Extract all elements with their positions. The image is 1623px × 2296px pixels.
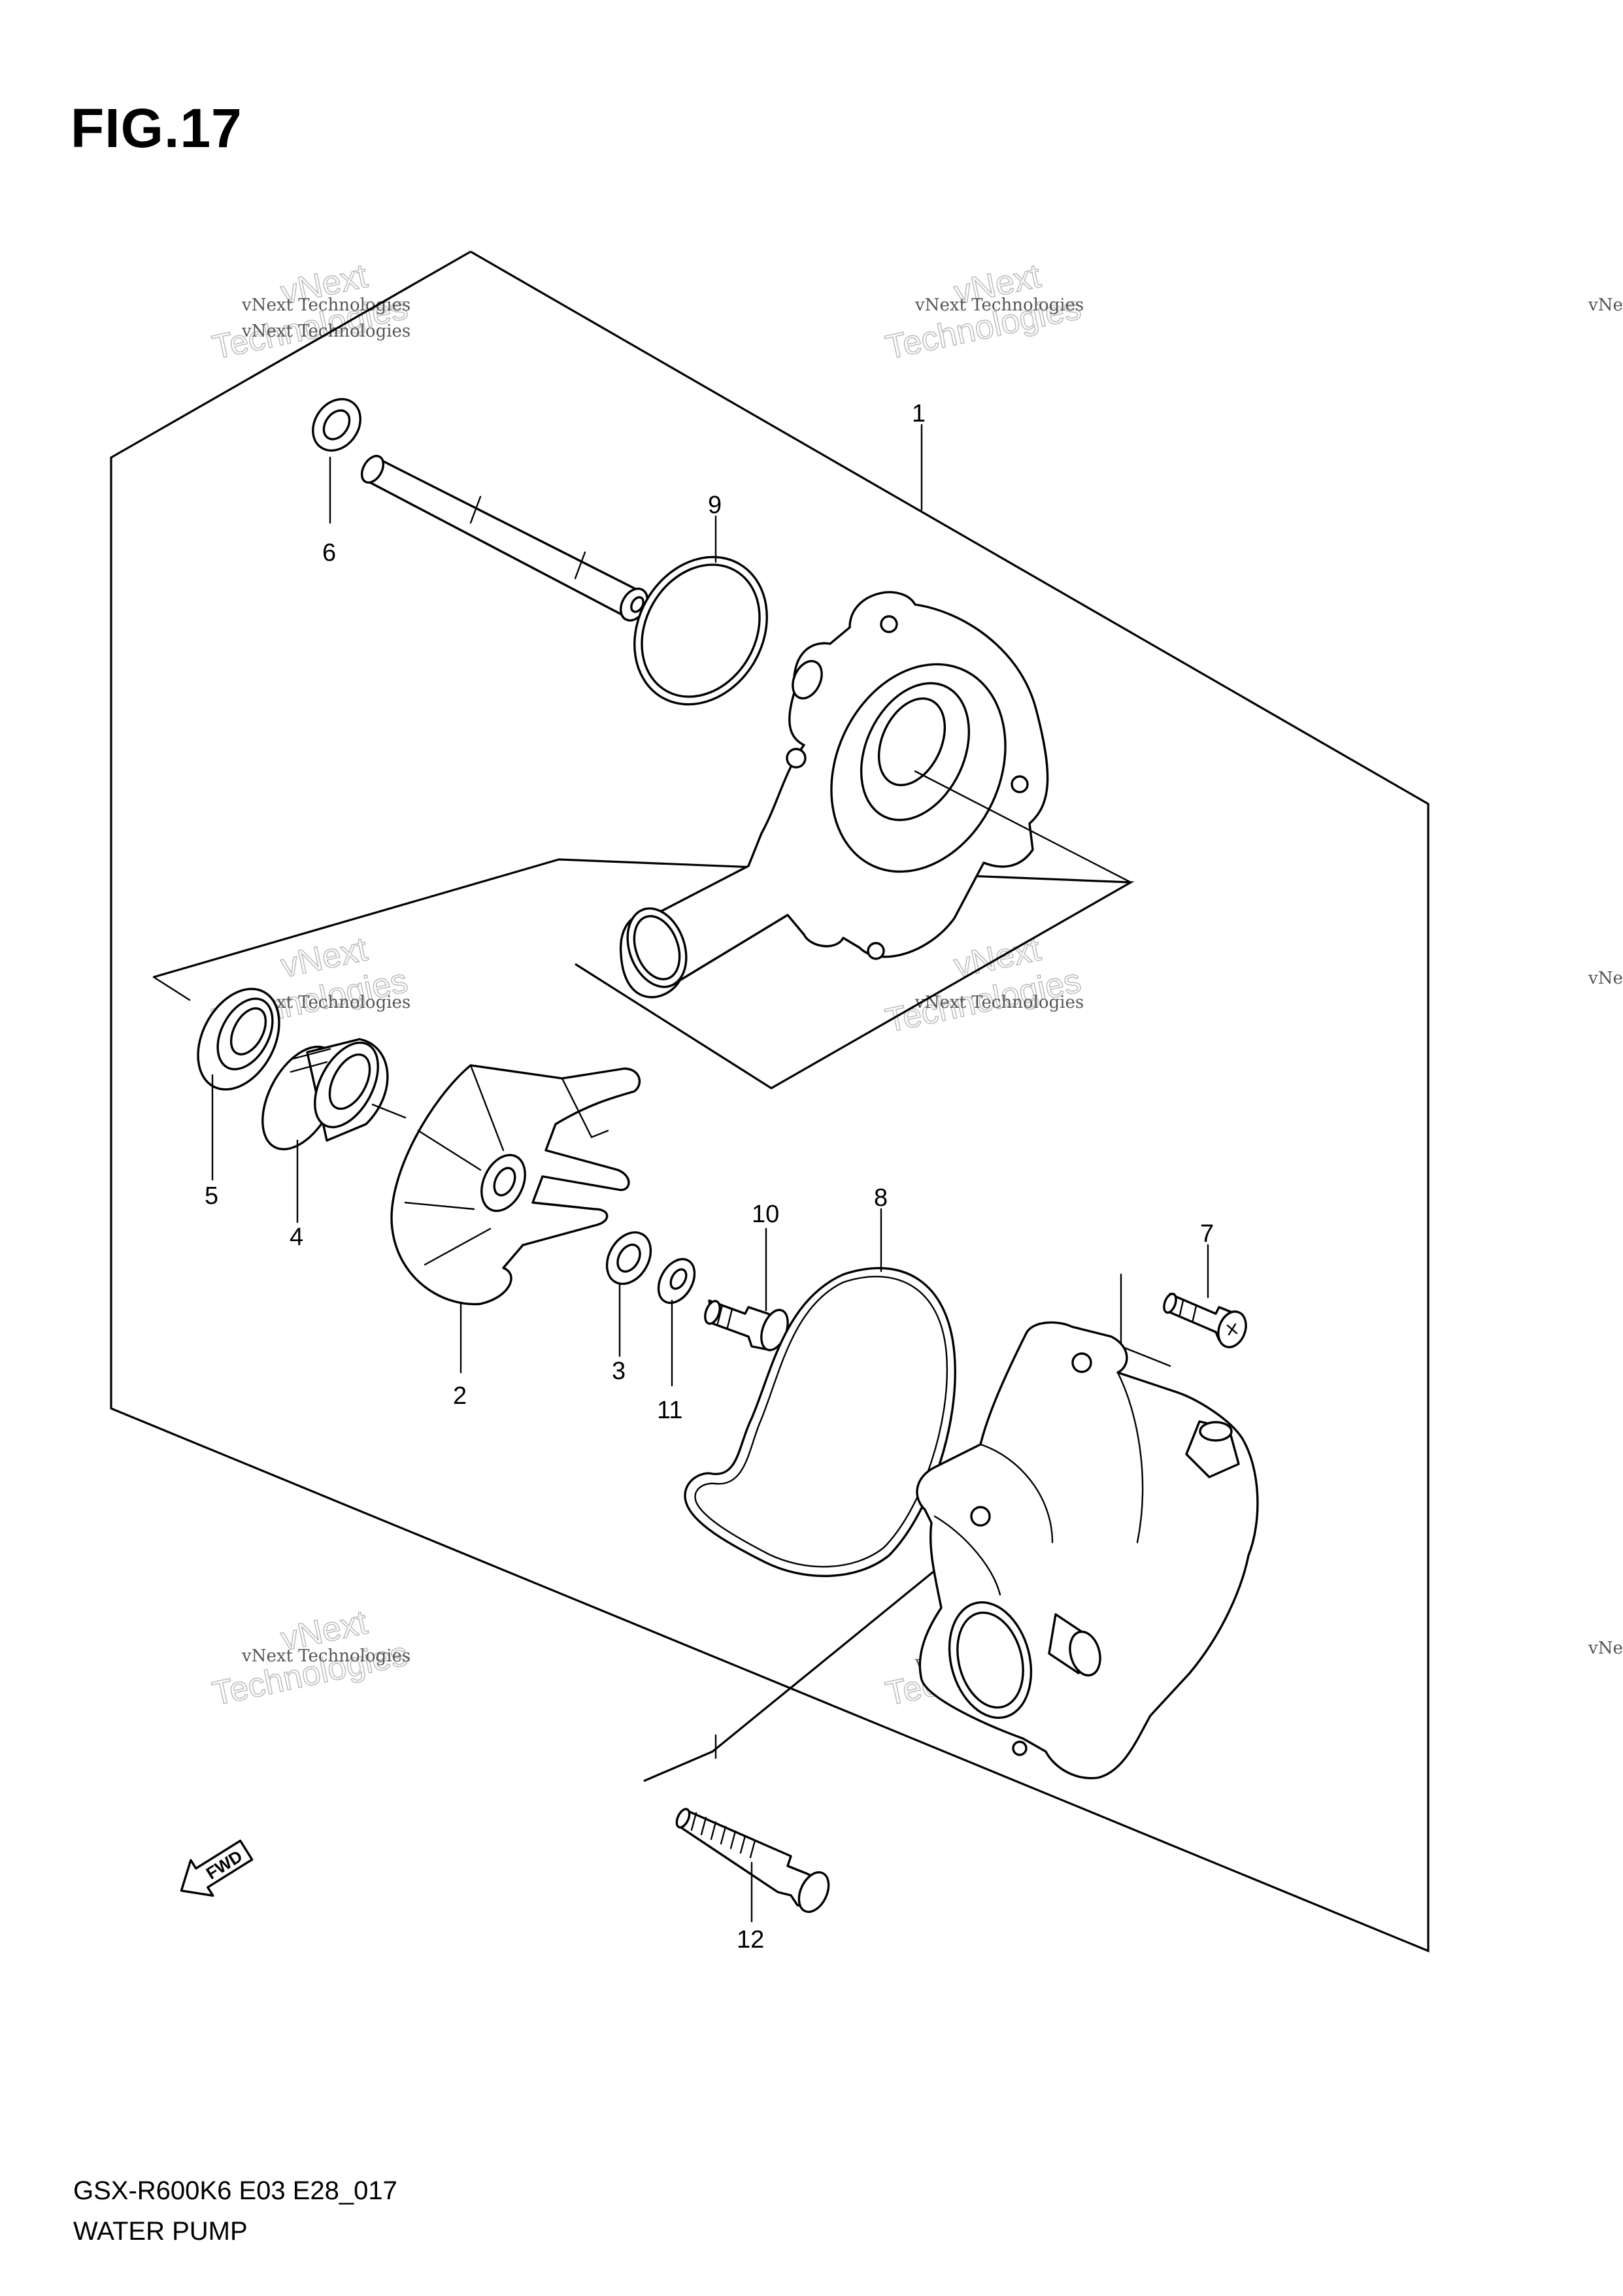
callout-labels: 1 2 3 4 5 6 7 8 9 10 11 12 [205, 400, 1214, 1954]
o-ring-part-9 [633, 556, 768, 706]
watermark-text: vNext Technologies [1588, 295, 1623, 315]
callout-4: 4 [290, 1223, 303, 1251]
shaft-axis-line [371, 1103, 407, 1119]
callout-7: 7 [1200, 1220, 1214, 1248]
gasket-part-8 [684, 1267, 956, 1578]
callout-3: 3 [612, 1357, 626, 1385]
callout-12: 12 [737, 1926, 764, 1954]
housing-axis-line [914, 770, 1132, 884]
bolt-part-10 [704, 1299, 789, 1352]
watermark-text: vNext Technologies [241, 1646, 410, 1666]
assembly-name: WATER PUMP [73, 2217, 248, 2246]
callout-6: 6 [322, 539, 336, 567]
screw-part-7 [1163, 1292, 1247, 1348]
housing-group-frame-gap [152, 976, 191, 1001]
watermark-text: vNext Technologies [914, 993, 1084, 1012]
assembly-frame [110, 250, 1430, 1953]
watermark-text: vNext Technologies [914, 295, 1084, 315]
callout-8: 8 [874, 1184, 888, 1212]
callout-11: 11 [657, 1397, 682, 1424]
model-code: GSX-R600K6 E03 E28_017 [73, 2176, 397, 2205]
callout-2: 2 [453, 1382, 467, 1410]
callout-5: 5 [205, 1182, 218, 1210]
callout-9: 9 [708, 491, 722, 519]
cover-leader-bracket [1120, 1273, 1171, 1367]
fwd-direction-marker: FWD [180, 1839, 254, 1897]
watermark-text: vNext Technologies [1588, 1639, 1623, 1658]
watermark-text: vNext Technologies [241, 322, 410, 341]
oil-seal-part-5 [197, 988, 280, 1091]
figure-title: FIG.17 [71, 97, 243, 159]
pump-cover [916, 1321, 1259, 1780]
watermark-text: vNext Technologies [241, 295, 410, 315]
watermark-text: vNext Technologies [1588, 969, 1623, 988]
pump-housing [620, 591, 1049, 999]
mechanical-seal-part-4 [261, 1038, 389, 1151]
washer-part-3 [605, 1231, 652, 1286]
impeller-part-2 [390, 1064, 641, 1306]
washer-part-6 [312, 398, 361, 452]
pump-shaft [360, 455, 648, 622]
bolt-part-12 [675, 1808, 830, 1913]
callout-10: 10 [752, 1201, 779, 1228]
callout-1: 1 [912, 400, 926, 427]
washer-part-11 [657, 1257, 696, 1305]
bolt-bracket [643, 1564, 943, 1782]
